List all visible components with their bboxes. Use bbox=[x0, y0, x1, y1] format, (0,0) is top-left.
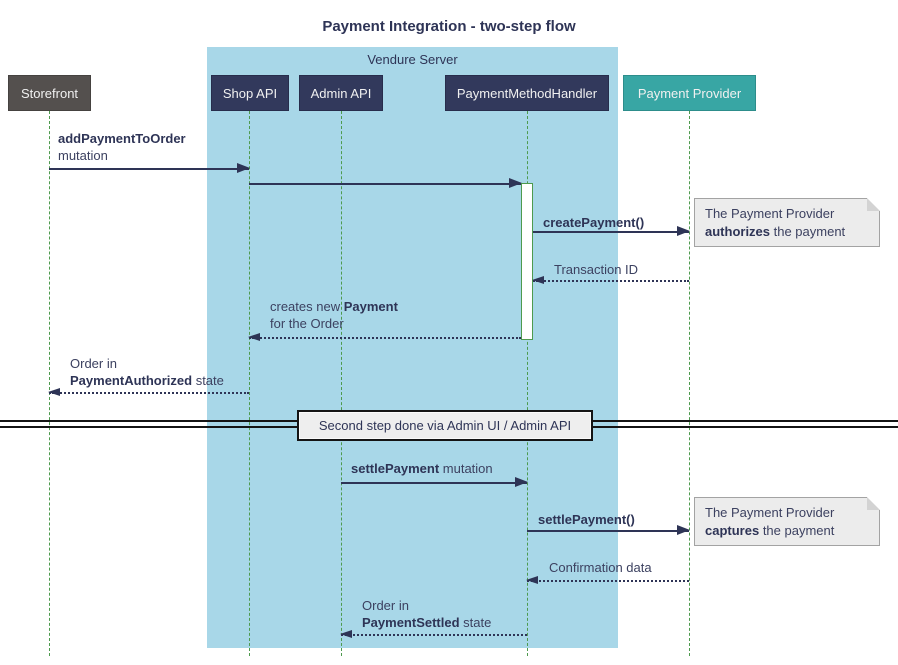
arrow-shop-to-handler bbox=[249, 178, 522, 188]
arrow-transaction-id bbox=[532, 276, 689, 284]
note-authorizes: The Payment Provider authorizes the paym… bbox=[694, 198, 880, 247]
participant-storefront-label: Storefront bbox=[20, 85, 79, 101]
message-confirmation-label: Confirmation data bbox=[549, 560, 652, 575]
participant-admin-api: Admin API bbox=[299, 75, 383, 111]
participant-payment-provider-label: Payment Provider bbox=[637, 85, 742, 101]
participant-payment-method-handler-label: PaymentMethodHandler bbox=[456, 85, 598, 101]
arrow-order-settled bbox=[340, 630, 527, 638]
lifeline-payment-provider bbox=[689, 111, 690, 656]
message-settle-payment-label: settlePayment() bbox=[538, 512, 635, 527]
note-fold-icon bbox=[867, 198, 880, 211]
arrow-settle-mutation bbox=[341, 477, 528, 487]
diagram-title: Payment Integration - two-step flow bbox=[322, 18, 576, 35]
arrow-order-authorized bbox=[48, 388, 249, 396]
vendure-server-container bbox=[207, 47, 618, 648]
message-add-payment-label: addPaymentToOrder mutation bbox=[58, 131, 186, 163]
participant-shop-api-label: Shop API bbox=[222, 85, 278, 101]
note-fold-icon bbox=[867, 497, 880, 510]
message-order-settled-label: Order in PaymentSettled state bbox=[362, 598, 492, 630]
lifeline-payment-method-handler bbox=[527, 111, 528, 656]
participant-shop-api: Shop API bbox=[211, 75, 289, 111]
message-settle-mutation-label: settlePayment mutation bbox=[351, 461, 493, 476]
message-create-payment-label: createPayment() bbox=[543, 215, 645, 230]
arrow-creates-payment bbox=[248, 333, 521, 341]
message-order-authorized-label: Order in PaymentAuthorized state bbox=[70, 356, 224, 388]
lifeline-admin-api bbox=[341, 111, 342, 656]
arrow-add-payment bbox=[49, 163, 250, 173]
participant-payment-method-handler: PaymentMethodHandler bbox=[445, 75, 609, 111]
message-transaction-id-label: Transaction ID bbox=[554, 262, 639, 277]
divider-label-box: Second step done via Admin UI / Admin AP… bbox=[297, 410, 593, 441]
arrow-settle-payment bbox=[527, 525, 690, 535]
participant-payment-provider: Payment Provider bbox=[623, 75, 756, 111]
message-creates-payment-label: creates new Payment for the Order bbox=[270, 299, 398, 331]
participant-storefront: Storefront bbox=[8, 75, 91, 111]
activation-bar-payment-method-handler bbox=[521, 183, 533, 340]
note-captures: The Payment Provider captures the paymen… bbox=[694, 497, 880, 546]
arrow-confirmation bbox=[526, 576, 689, 584]
arrow-create-payment bbox=[533, 226, 690, 236]
participant-admin-api-label: Admin API bbox=[310, 85, 372, 101]
lifeline-shop-api bbox=[249, 111, 250, 656]
vendure-server-label: Vendure Server bbox=[367, 52, 458, 67]
divider-label: Second step done via Admin UI / Admin AP… bbox=[318, 418, 572, 433]
lifeline-storefront bbox=[49, 111, 50, 656]
